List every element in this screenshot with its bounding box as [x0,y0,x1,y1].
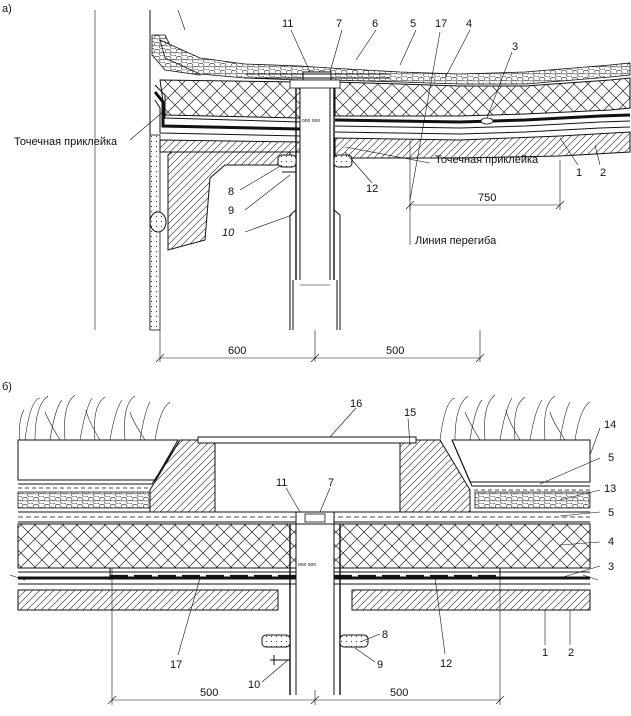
callout-a-2: 2 [600,167,606,179]
insulation-left-b [17,523,297,569]
dimension-b-bottom [107,568,505,705]
gravel-layer [159,39,631,85]
dimension-b-right: 500 [390,687,408,699]
slab-right-b [351,589,591,611]
panel-a-label: а) [2,3,12,15]
callout-b-9: 9 [377,659,383,671]
grass-left [19,394,171,441]
dimension-a-left: 600 [228,345,246,357]
drain-pipe: ooo ooo [245,71,390,330]
callout-b-2: 2 [568,647,574,659]
panel-b: б) [2,381,616,705]
callout-a-6: 6 [372,18,378,30]
insulation-layer [159,79,301,119]
svg-text:ooo ooo: ooo ooo [302,118,320,124]
callout-a-7: 7 [336,18,342,30]
callout-b-7: 7 [328,477,334,489]
callout-a-10: 10 [222,227,235,239]
callout-a-17: 17 [435,18,447,30]
callout-a-8: 8 [228,186,234,198]
callout-b-8: 8 [382,629,388,641]
bend-line-label: Линия перегиба [415,235,497,247]
callout-b-13: 13 [604,483,616,495]
roof-slab-right [334,131,631,159]
curb-right [399,439,471,513]
callout-b-16: 16 [350,398,362,410]
membranes-b [18,568,590,585]
slab-left-b [17,589,279,611]
insulation-right-b [333,523,591,569]
callout-b-4: 4 [608,536,614,548]
drain-grate [197,436,417,444]
panel-a-leaders [129,29,601,233]
dimension-b-left: 500 [200,687,218,699]
callout-a-11: 11 [282,18,293,30]
insulation-layer-right [334,77,631,117]
callout-b-17: 17 [170,659,182,671]
soil-layer-right [451,439,591,483]
callout-b-15: 15 [404,407,416,419]
spot-glue-label-right: Точечная приклейка [435,154,539,166]
parapet-wall [94,9,186,331]
dimension-750 [405,140,565,245]
drainage-gravel-right [474,491,591,509]
callout-a-4: 4 [466,18,472,30]
panel-a: а) [2,3,631,363]
callout-b-12: 12 [440,658,452,670]
callout-a-1: 1 [576,167,582,179]
spot-glue-label-left: Точечная приклейка [14,136,118,148]
callout-a-5: 5 [410,18,416,30]
dimension-a-bottom [155,330,485,363]
sealant-bead [149,211,167,233]
svg-text:ooo ooo: ooo ooo [298,562,316,568]
callout-b-11: 11 [276,477,287,489]
callout-b-14: 14 [604,419,616,431]
drainage-gravel-left [17,491,151,509]
dimension-a-500: 500 [386,345,404,357]
dimension-a-right: 750 [478,192,496,204]
roof-slab [159,139,301,153]
callout-b-1: 1 [542,647,548,659]
callout-b-5-top: 5 [608,452,614,464]
callout-b-10: 10 [248,679,260,691]
panel-b-leaders [177,407,601,683]
callout-b-5: 5 [608,507,614,519]
callout-a-9: 9 [228,205,234,217]
callout-b-3: 3 [608,561,614,573]
soil-layer-left [17,439,179,481]
grass-right [439,394,591,441]
membrane-layers [153,84,631,137]
callout-a-3: 3 [512,41,518,53]
callout-a-12: 12 [366,183,378,195]
drain-pipe-b: ooo ooo [261,511,369,695]
panel-b-label: б) [2,381,12,393]
